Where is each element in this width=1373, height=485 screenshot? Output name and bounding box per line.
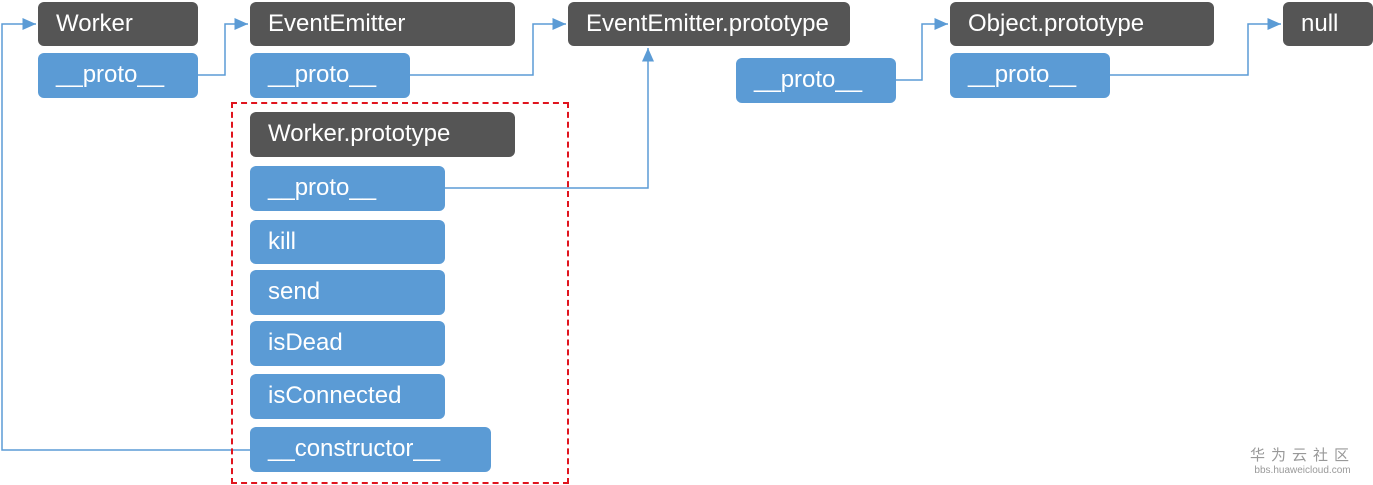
- member-send: send: [250, 270, 445, 315]
- event-emitter-proto: __proto__: [250, 53, 410, 98]
- worker-prototype-proto: __proto__: [250, 166, 445, 211]
- member-is-connected: isConnected: [250, 374, 445, 419]
- node-event-emitter: EventEmitter: [250, 2, 515, 46]
- node-null: null: [1283, 2, 1373, 46]
- watermark-en: bbs.huaweicloud.com: [1254, 465, 1351, 476]
- worker-proto: __proto__: [38, 53, 198, 98]
- arrow-wp-proto: [445, 48, 654, 189]
- member-kill: kill: [250, 220, 445, 264]
- watermark-zh: 华为云社区: [1250, 447, 1356, 464]
- node-worker: Worker: [38, 2, 198, 46]
- event-emitter-prototype-proto: __proto__: [736, 58, 896, 103]
- arrow-eep-proto: [896, 18, 948, 81]
- arrow-ee-proto: [410, 18, 566, 76]
- arrow-constructor: [1, 18, 250, 451]
- arrow-worker-proto: [198, 18, 248, 76]
- arrow-op-proto: [1110, 18, 1281, 76]
- watermark: 华为云社区 bbs.huaweicloud.com: [1250, 444, 1355, 476]
- node-event-emitter-prototype: EventEmitter.prototype: [568, 2, 850, 46]
- worker-prototype-highlight: [231, 102, 569, 484]
- member-is-dead: isDead: [250, 321, 445, 366]
- node-worker-prototype: Worker.prototype: [250, 112, 515, 157]
- member-constructor: __constructor__: [250, 427, 491, 472]
- node-object-prototype: Object.prototype: [950, 2, 1214, 46]
- object-prototype-proto: __proto__: [950, 53, 1110, 98]
